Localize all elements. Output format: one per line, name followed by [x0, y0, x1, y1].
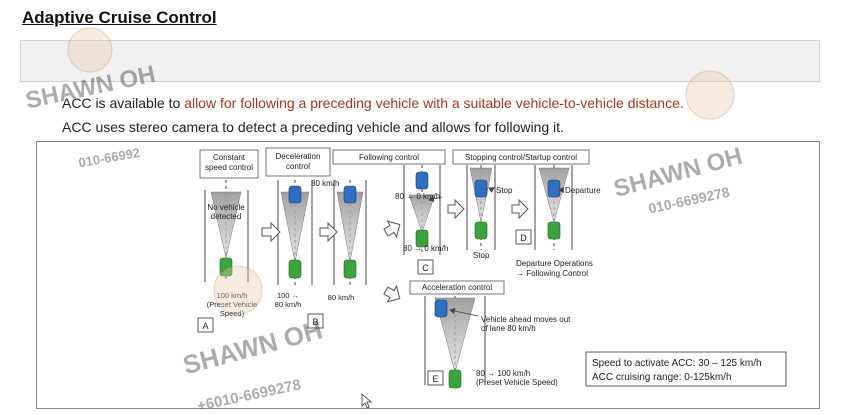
watermark-phone-1: +6010-6699278 [196, 376, 303, 415]
speed-label-80-0-top: 80 → 0 km/h [395, 192, 440, 201]
speed-label-80-b: 80 km/h [328, 293, 355, 302]
no-vehicle-line1: No vehicle [207, 203, 245, 212]
stop-label-2: Stop [473, 251, 490, 260]
header-constant-speed-line1: Constant [213, 153, 246, 162]
arrow-right-icon [383, 284, 401, 303]
watermark-logo: SHAWN OH +6010-6699278 [180, 265, 326, 415]
watermark-logo: SHAWN OH 010-66992 [23, 27, 158, 171]
header-acceleration-text: Acceleration control [422, 283, 492, 292]
header-constant-speed: Constant speed control [199, 149, 259, 179]
moves-out-line1: Vehicle ahead moves out [481, 315, 571, 324]
decel-speed-line2: 80 km/h [275, 300, 302, 309]
arrow-right-icon [319, 221, 338, 243]
watermark-phone-2: 010-66992 [77, 145, 141, 171]
marker-c: C [422, 263, 429, 273]
marker-b: B [312, 317, 318, 327]
diagram-labels: 80 km/h 80 → 0 km/h 80 → 0 km/h No vehic… [207, 179, 601, 387]
departure-label: Departure [565, 186, 601, 195]
header-deceleration-line1: Deceleration [276, 152, 321, 161]
header-following: Following control [332, 149, 446, 165]
arrow-right-icon [383, 220, 401, 239]
speed-label-80: 80 km/h [311, 179, 339, 188]
preset-a-line3: Speed) [220, 309, 245, 318]
header-following-text: Following control [359, 153, 419, 162]
departure-ops-line2: → Following Control [516, 269, 588, 278]
speed-label-80-0-bottom: 80 → 0 km/h [403, 244, 448, 253]
marker-a: A [202, 321, 208, 331]
description-line-1-prefix: ACC is available to [62, 95, 185, 111]
preset-a-line1: 100 km/h [217, 291, 248, 300]
accel-speed-line1: 80 → 100 km/h [476, 369, 530, 378]
description-line-1: ACC is available to allow for following … [62, 95, 684, 111]
transition-arrows [261, 198, 529, 303]
own-vehicles [219, 221, 561, 389]
diagram-frame [36, 141, 820, 409]
stop-label-1: Stop [496, 186, 513, 195]
page-title: Adaptive Cruise Control [22, 8, 217, 27]
acc-info-box: Speed to activate ACC: 30 – 125 km/h ACC… [585, 351, 787, 387]
scenario-markers: A B C D E [197, 229, 532, 386]
header-constant-speed-line2: speed control [205, 163, 253, 172]
header-deceleration-line2: control [286, 162, 310, 171]
pointer-arrows [428, 186, 564, 317]
no-vehicle-line2: detected [211, 212, 242, 221]
preceding-vehicles [288, 171, 561, 318]
marker-e: E [432, 374, 438, 384]
decel-speed-line1: 100 → [277, 291, 299, 300]
marker-d: D [520, 233, 527, 243]
header-stopping-startup-text: Stopping control/Startup control [465, 153, 577, 162]
header-acceleration: Acceleration control [409, 280, 505, 295]
moves-out-line2: of lane 80 km/h [481, 324, 536, 333]
cursor-icon [361, 393, 373, 409]
info-cruising-range: ACC cruising range: 0-125km/h [592, 372, 732, 383]
accel-speed-line2: (Preset Vehicle Speed) [476, 378, 558, 387]
arrow-right-icon [261, 221, 281, 243]
arrow-right-icon [511, 198, 529, 220]
departure-ops-line1: Departure Operations [516, 259, 593, 268]
description-line-2: ACC uses stereo camera to detect a prece… [62, 119, 564, 135]
header-deceleration: Deceleration control [265, 147, 331, 177]
header-banner [20, 40, 820, 82]
info-activation-speed: Speed to activate ACC: 30 – 125 km/h [592, 358, 762, 369]
header-stopping-startup: Stopping control/Startup control [452, 149, 590, 165]
arrow-right-icon [447, 198, 465, 220]
description-line-1-highlight: allow for following a preceding vehicle … [184, 95, 684, 111]
preset-a-line2: (Preset Vehicle [207, 300, 257, 309]
watermark-logo: SHAWN OH 010-6699278 [611, 70, 745, 217]
